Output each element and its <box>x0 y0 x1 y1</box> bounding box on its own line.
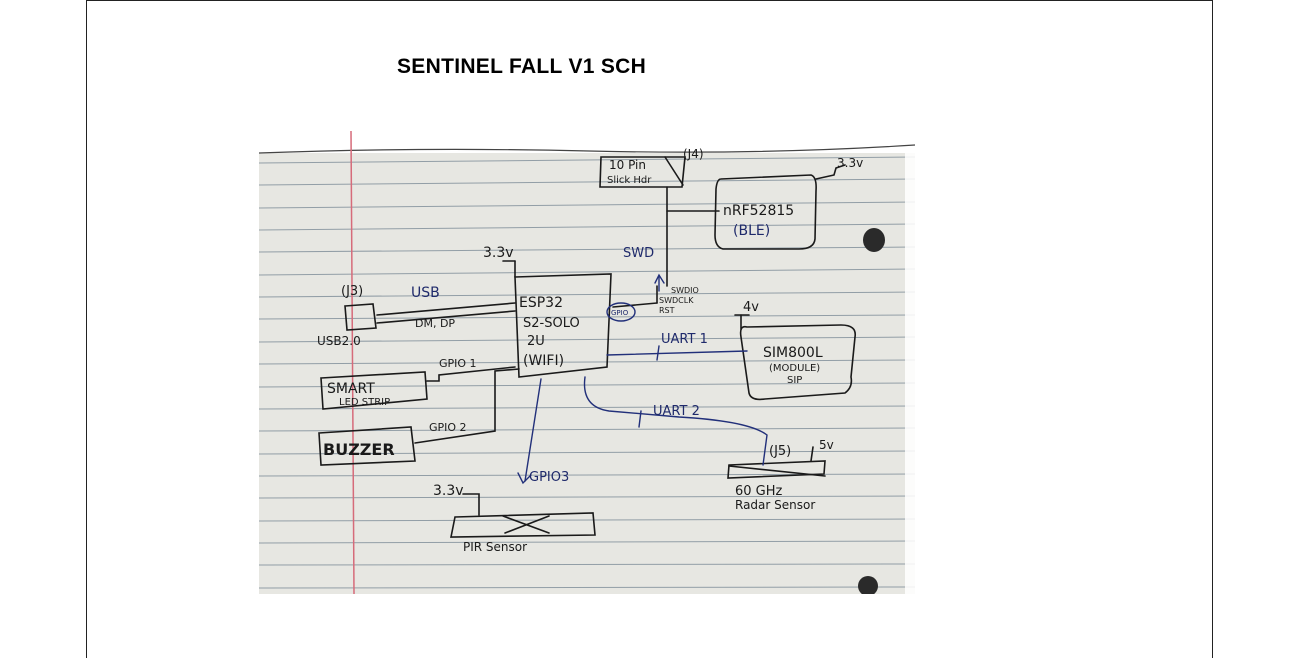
radar-label-2: Radar Sensor <box>735 498 815 512</box>
binder-hole-bottom <box>858 576 878 594</box>
schematic-photo: 10 Pin Slick Hdr (J4) nRF52815 (BLE) 3.3… <box>259 131 915 594</box>
swd-signal-swdclk: SWDCLK <box>659 296 694 305</box>
radar-ref-label: (J5) <box>769 444 791 459</box>
swd-signal-rst: RST <box>659 306 675 315</box>
debug-header-box <box>599 156 686 188</box>
usb-label: USB <box>411 285 440 301</box>
sim-module-box <box>739 324 857 401</box>
radar-sensor-box <box>727 460 826 479</box>
margin-line <box>350 131 355 594</box>
usb-connector <box>344 303 377 331</box>
ble-supply-label: 3.3v <box>837 156 863 170</box>
uart2-label: UART 2 <box>653 404 700 419</box>
gpio-pad-circle <box>606 302 636 322</box>
radar-label-1: 60 GHz <box>735 484 783 499</box>
swd-signal-swdio: SWDIO <box>671 286 699 295</box>
document-title: SENTINEL FALL V1 SCH <box>397 55 647 78</box>
pir-signal-label: GPIO3 <box>529 470 569 485</box>
led-strip-label-1: SMART <box>327 381 375 397</box>
usb-signals-label: DM, DP <box>415 317 455 330</box>
ble-module-label-1: nRF52815 <box>723 203 794 219</box>
sim-module-label-3: SIP <box>787 375 802 386</box>
sim-module-label-1: SIM800L <box>763 345 823 361</box>
debug-header-ref: (J4) <box>683 147 704 161</box>
mcu-supply-label: 3.3v <box>483 245 514 261</box>
led-strip-label-2: LED STRIP <box>339 397 390 408</box>
buzzer-box <box>318 426 416 466</box>
uart2-wire <box>583 376 768 466</box>
pir-supply-label: 3.3v <box>433 483 464 499</box>
sim-module-label-2: (MODULE) <box>769 363 820 374</box>
buzzer-label: BUZZER <box>323 440 395 459</box>
pir-label: PIR Sensor <box>463 540 527 554</box>
gpio-pad-label: GPIO <box>611 309 629 317</box>
mcu-label-4: (WIFI) <box>523 353 564 369</box>
debug-header-label-2: Slick Hdr <box>607 175 652 186</box>
mcu-label-3: 2U <box>527 334 545 349</box>
led-strip-signal-label: GPIO 1 <box>439 357 477 370</box>
debug-header-label-1: 10 Pin <box>609 158 646 172</box>
radar-supply-label: 5v <box>819 438 834 452</box>
swd-label: SWD <box>623 246 654 261</box>
pir-signal-wire <box>524 378 542 482</box>
ble-module-box <box>714 174 817 250</box>
paper-top-edge <box>259 131 915 153</box>
ble-module-label-2: (BLE) <box>733 223 770 239</box>
mcu-box <box>514 273 612 378</box>
binder-hole-top <box>863 228 885 252</box>
mcu-label-2: S2-SOLO <box>523 316 580 331</box>
usb-connector-label: USB2.0 <box>317 334 361 348</box>
led-strip-box <box>320 371 428 410</box>
buzzer-signal-label: GPIO 2 <box>429 421 467 434</box>
uart1-label: UART 1 <box>661 332 708 347</box>
usb-ref-label: (J3) <box>341 284 363 299</box>
sim-supply-label: 4v <box>743 300 759 315</box>
mcu-label-1: ESP32 <box>519 295 563 311</box>
uart1-wire <box>606 350 748 356</box>
pir-sensor-box <box>450 512 596 538</box>
